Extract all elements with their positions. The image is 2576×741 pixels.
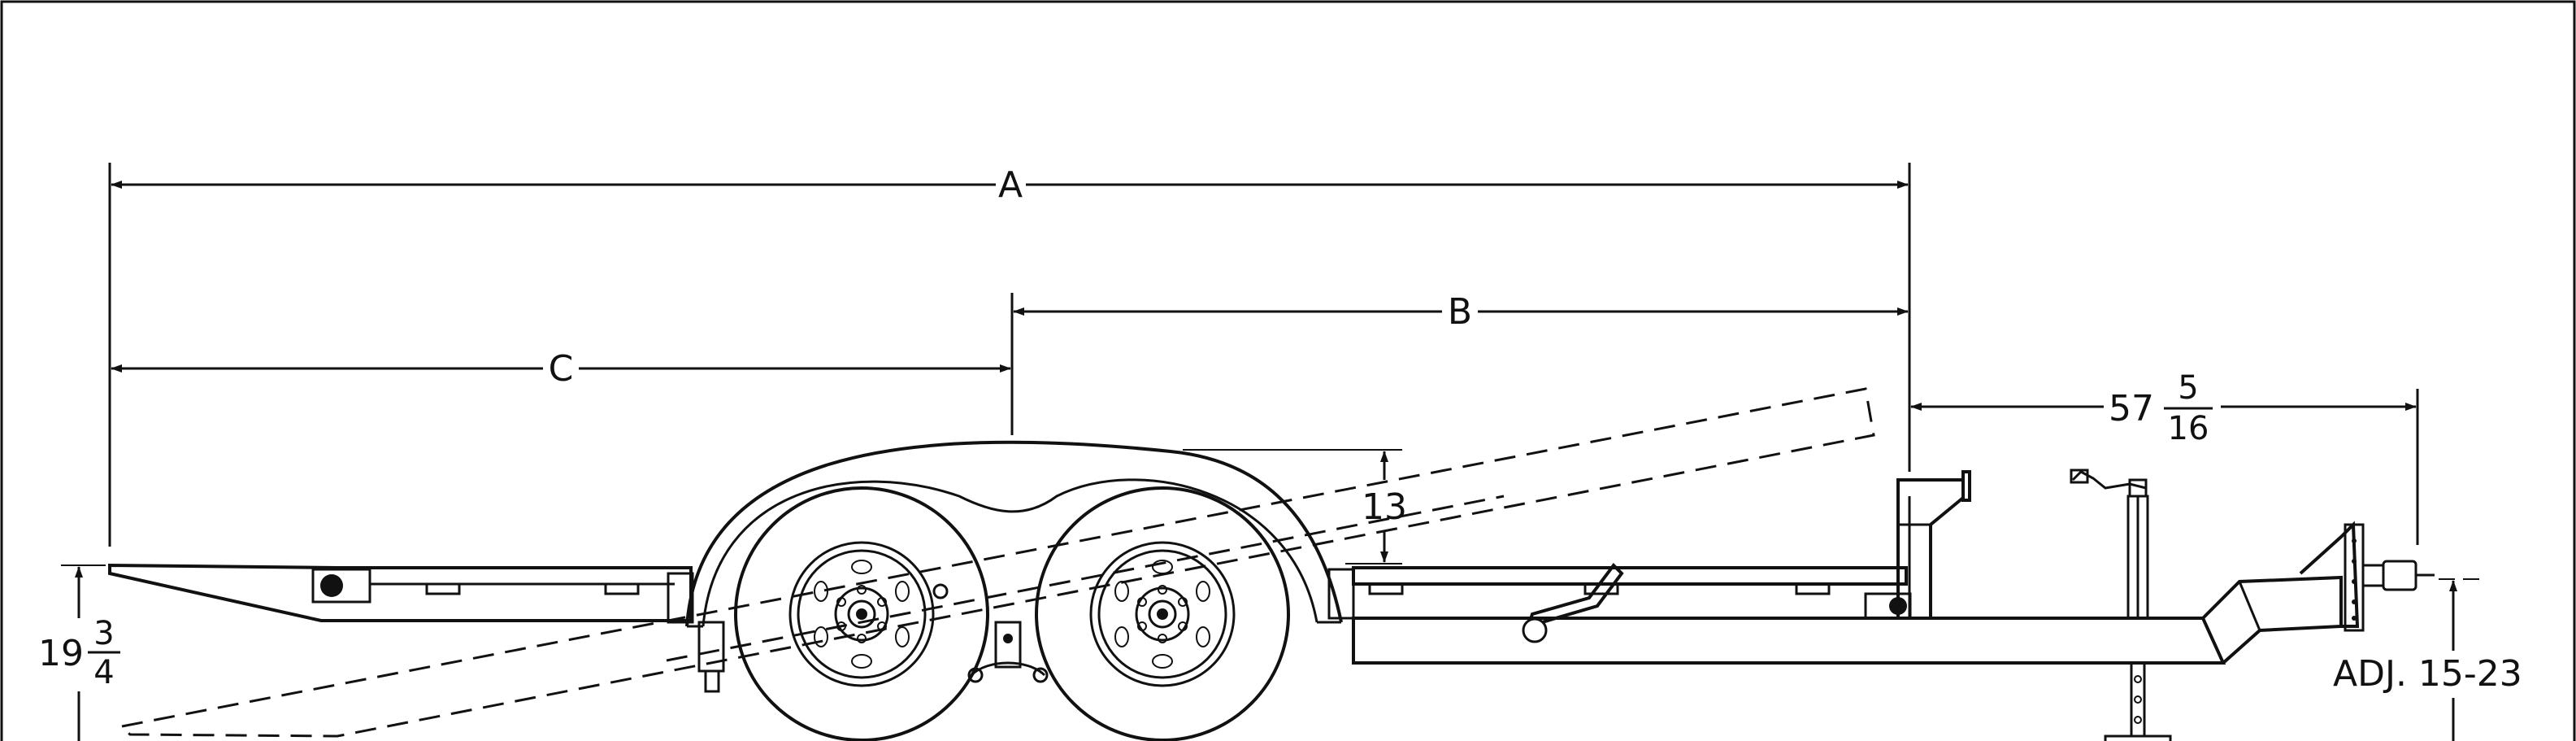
rear-hanger [667,572,694,624]
beavertail-ramp [108,563,693,622]
wheel-rear [734,486,989,741]
fender-inner [702,478,1318,627]
rim-front [1089,541,1236,687]
dimension-b-label: B [1448,291,1472,333]
tail-light-box [311,568,371,604]
trailer-frame [108,470,2226,665]
coupler-plate [2299,521,2360,628]
coupler-head [2361,564,2385,587]
deck-height-numerator: 3 [93,615,114,652]
equalizer [970,661,1046,677]
deck-height-denominator: 4 [93,654,114,691]
dimension-a-label: A [998,164,1023,206]
tongue-length-denominator: 16 [2168,410,2209,447]
tire-front [1035,486,1290,741]
tongue-length-label: 57 5 16 [2109,369,2213,447]
wheel-front [1035,486,1290,741]
main-deck [1352,566,1908,586]
tongue-a-frame [2201,575,2343,665]
main-frame-rail [1352,617,2226,665]
coupler-adjust-label: ADJ. 15-23 [2333,653,2522,695]
ramp-handle [1525,562,1624,629]
rim-rear [788,541,935,687]
fender-height-label: 13 [1362,486,1407,528]
deck-height-whole: 19 [38,633,84,674]
fender [685,440,1343,628]
equalizer-hanger [994,621,1022,669]
tongue-jack [2070,469,2172,741]
front-post [1896,478,1965,620]
dimension-lines [61,163,2487,741]
deck-height-label: 19 3 4 [38,615,120,691]
tongue-length-numerator: 5 [2178,369,2198,407]
tongue-and-coupler [2201,521,2435,665]
fender-outer [685,440,1343,627]
suspension [667,568,1355,693]
tire-rear [734,486,989,741]
tail-light [320,574,343,597]
jack-handle [2071,470,2147,490]
front-hanger [1327,568,1355,620]
tongue-length-whole: 57 [2109,388,2154,429]
valve-stem [932,583,949,599]
dimension-c-label: C [549,348,574,390]
